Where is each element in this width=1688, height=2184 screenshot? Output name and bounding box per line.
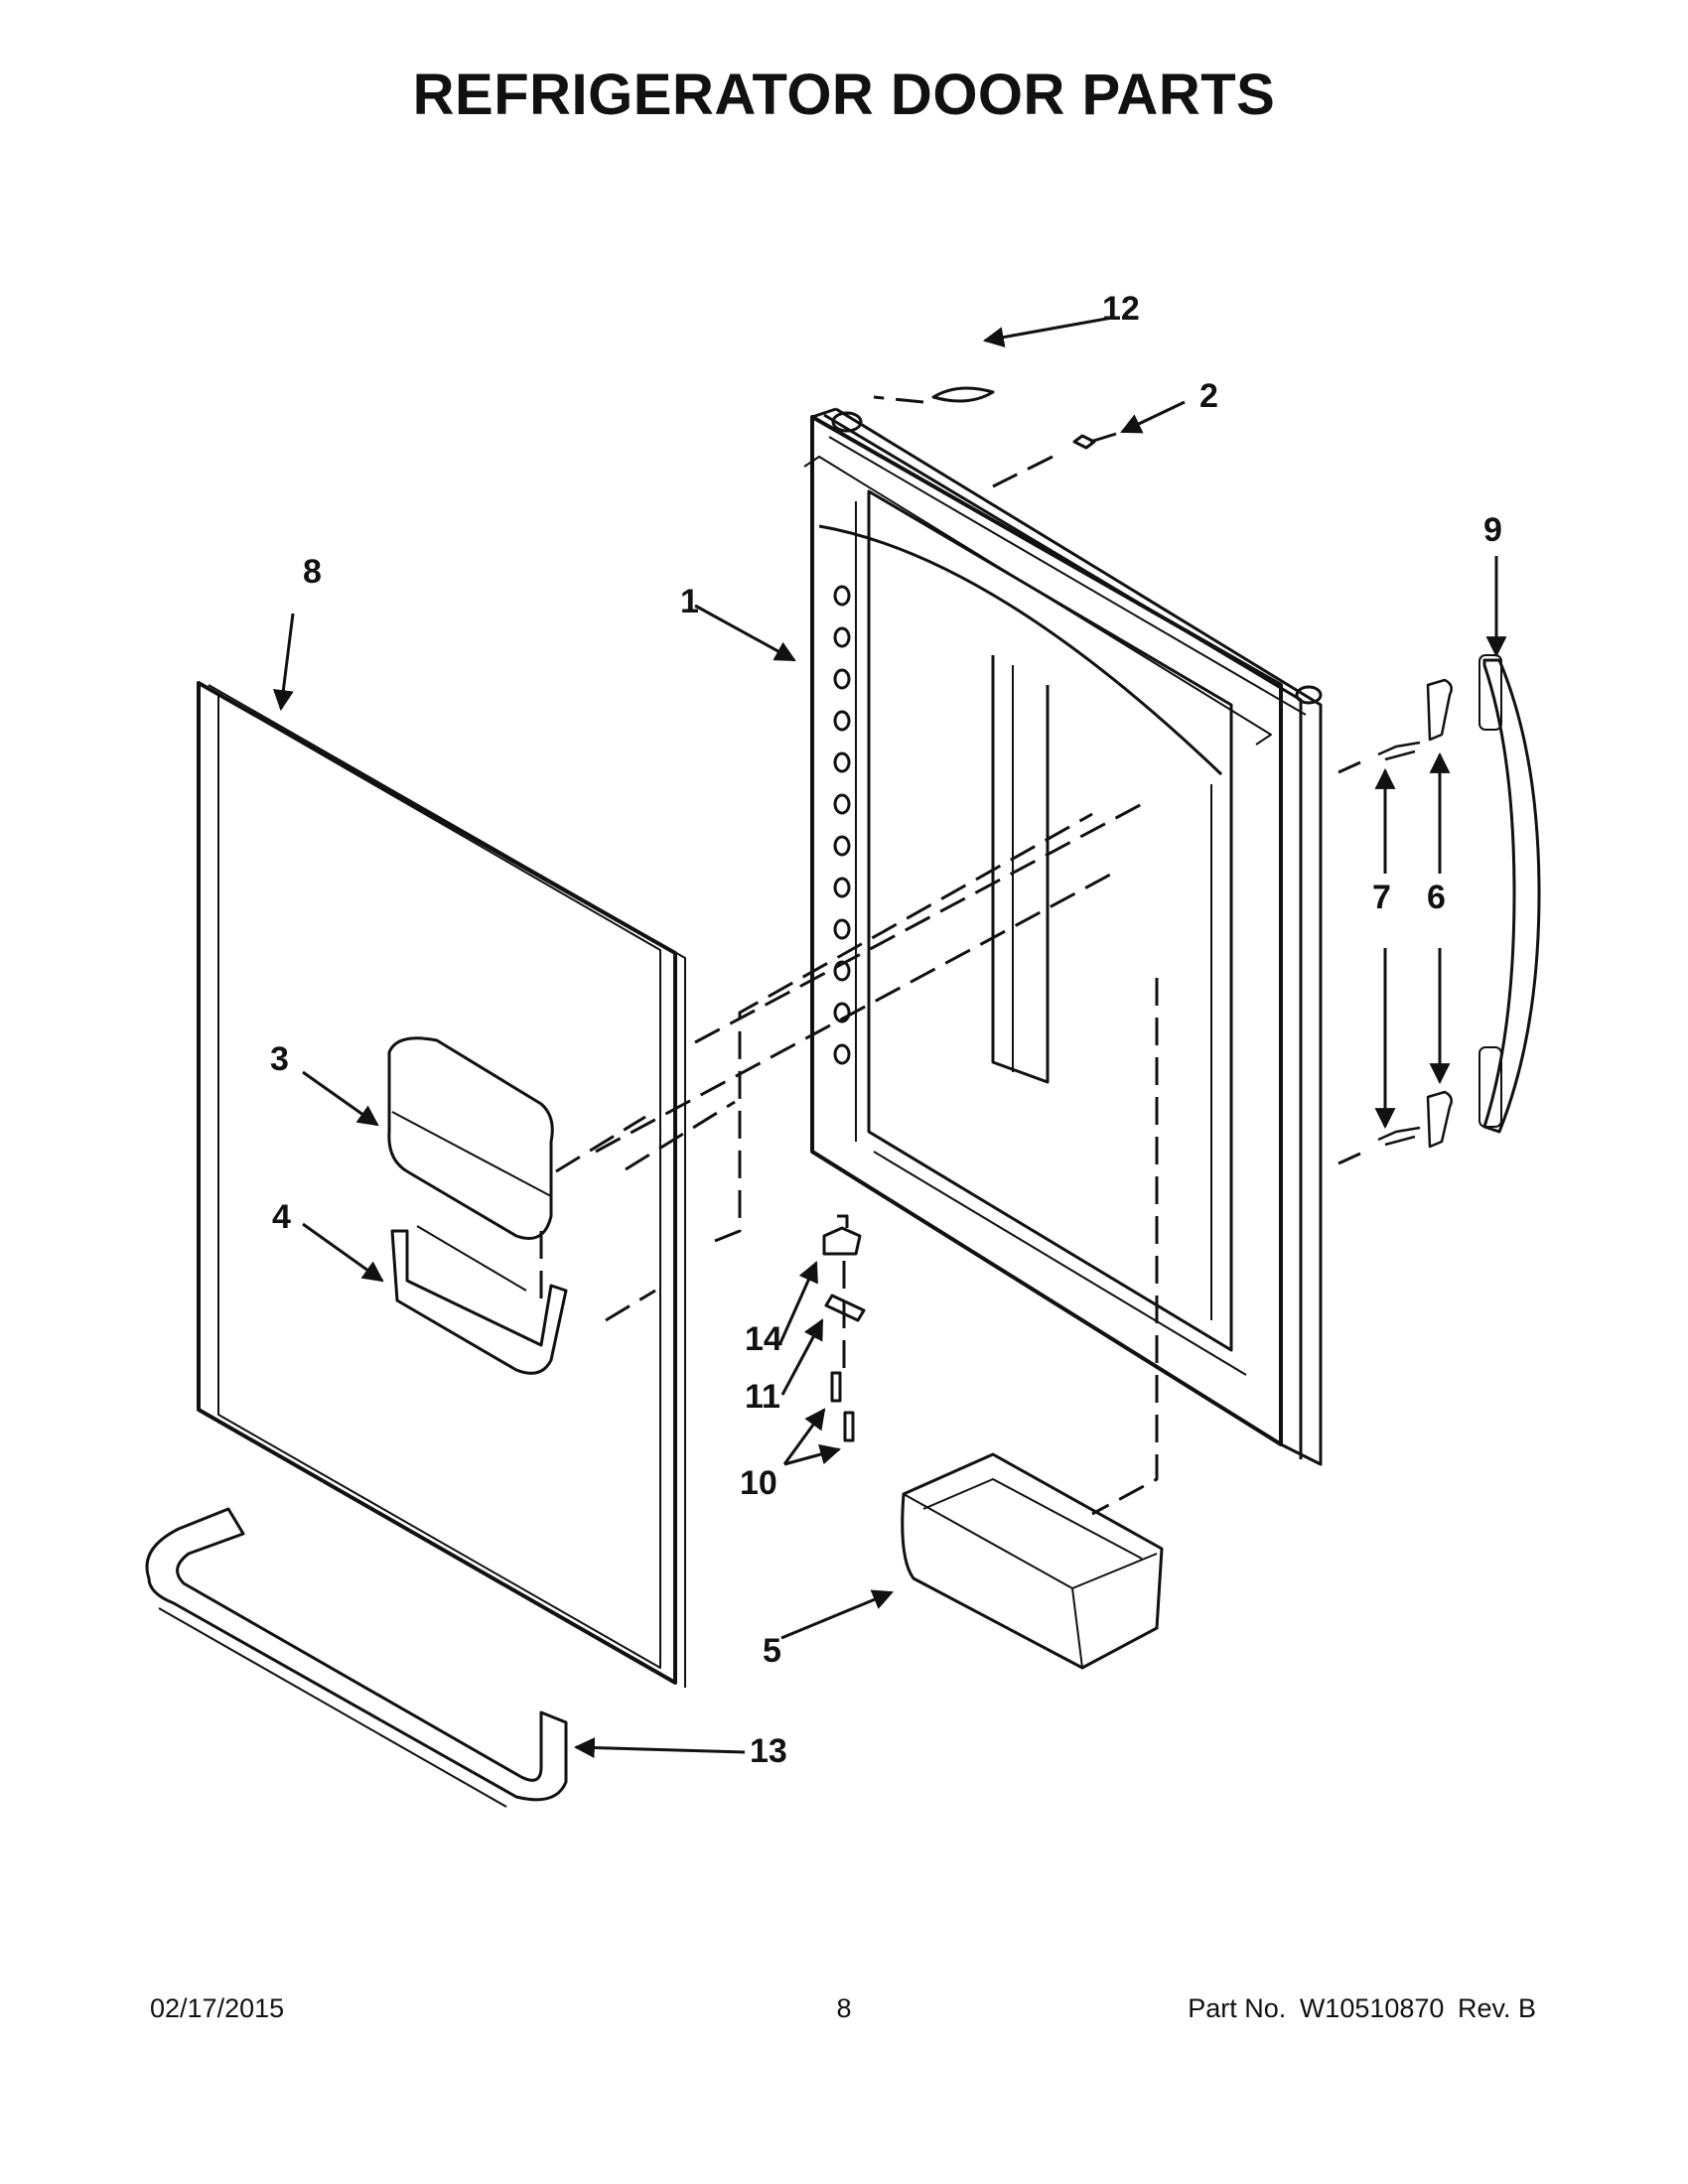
assembly-lines bbox=[539, 395, 1361, 1516]
bracket-part-11 bbox=[824, 1294, 866, 1322]
dispenser-tray-part-4 bbox=[390, 1225, 568, 1375]
callout-label-6: 6 bbox=[1427, 879, 1446, 916]
callout-label-1: 1 bbox=[680, 583, 699, 620]
footer-part-info: Part No. W10510870 Rev. B bbox=[1182, 1993, 1536, 2024]
hinge-bushing-part-14 bbox=[822, 1214, 862, 1256]
door-bin-part-5 bbox=[901, 1452, 1164, 1670]
screw-part-2 bbox=[1072, 432, 1117, 450]
footer-part-number: W10510870 bbox=[1299, 1993, 1445, 2023]
handle-mount-part-6 bbox=[1426, 678, 1453, 1149]
callout-label-11: 11 bbox=[745, 1378, 780, 1416]
callout-label-10: 10 bbox=[740, 1464, 777, 1502]
door-handle-part-9 bbox=[1478, 654, 1541, 1134]
door-bin-part-13 bbox=[145, 1507, 568, 1808]
callout-label-5: 5 bbox=[763, 1632, 781, 1670]
door-liner-part-1 bbox=[803, 407, 1323, 1466]
footer-page-number: 8 bbox=[836, 1993, 852, 2023]
screw-part-7 bbox=[1377, 741, 1421, 1147]
callout-label-3: 3 bbox=[270, 1040, 289, 1078]
door-gasket-part-8 bbox=[197, 681, 686, 1688]
plug-part-12 bbox=[931, 386, 995, 403]
callout-label-12: 12 bbox=[1102, 290, 1140, 328]
screw-part-10 bbox=[830, 1371, 855, 1442]
callout-label-13: 13 bbox=[750, 1732, 787, 1770]
footer-part-label: Part No. bbox=[1188, 1993, 1287, 2023]
callout-label-7: 7 bbox=[1372, 879, 1391, 916]
footer-date: 02/17/2015 bbox=[150, 1993, 285, 2023]
page-title: REFRIGERATOR DOOR PARTS bbox=[412, 63, 1276, 127]
footer-revision: Rev. B bbox=[1457, 1993, 1536, 2023]
callout-label-8: 8 bbox=[303, 553, 322, 591]
callout-label-4: 4 bbox=[272, 1198, 291, 1236]
callout-label-2: 2 bbox=[1199, 377, 1218, 415]
leader-arrows bbox=[272, 316, 1507, 1759]
callout-label-14: 14 bbox=[745, 1320, 782, 1358]
dispenser-cover-part-3 bbox=[387, 1036, 554, 1240]
callout-label-9: 9 bbox=[1483, 511, 1502, 549]
